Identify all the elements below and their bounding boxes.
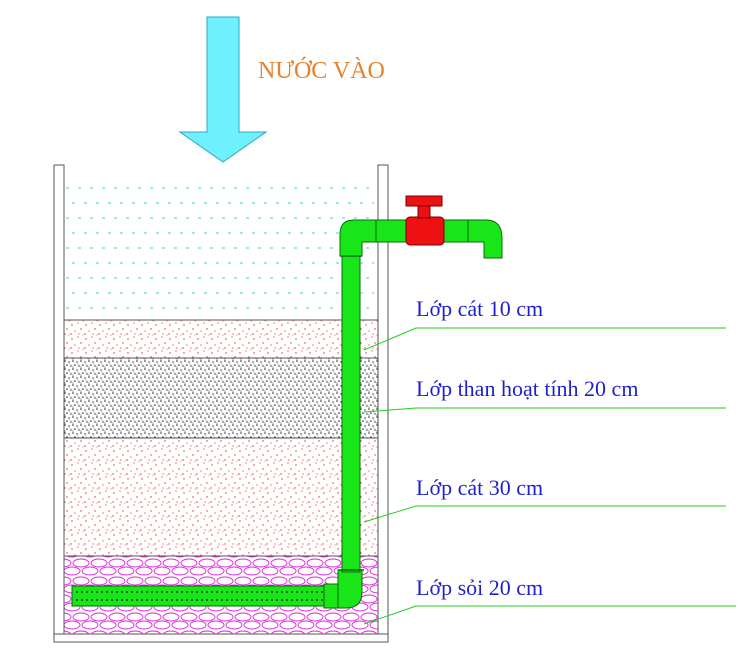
- carbon-label: Lớp than hoạt tính 20 cm: [416, 376, 639, 401]
- label-leader-lines: [363, 327, 736, 625]
- sand-bottom-layer: [63, 437, 379, 557]
- carbon-layer: [63, 357, 379, 439]
- gravel-label: Lớp sỏi 20 cm: [416, 575, 544, 600]
- sand-top-layer: [63, 319, 379, 359]
- valve-icon: [405, 195, 445, 246]
- sand-top-label: Lớp cát 10 cm: [416, 296, 544, 321]
- outlet-pipe: [375, 219, 411, 243]
- riser-pipe: [341, 255, 361, 573]
- water-inlet-arrow: [178, 16, 268, 163]
- perforated-collector-pipe: [71, 583, 339, 609]
- water-inlet-label: NƯỚC VÀO: [258, 58, 385, 84]
- tank-walls: [53, 164, 389, 643]
- pipe-elbow-bottom: [337, 569, 363, 609]
- pipe-elbow-top: [339, 219, 379, 257]
- outlet-spout: [467, 219, 503, 259]
- water-zone: [66, 187, 374, 309]
- sand-bottom-label: Lớp cát 30 cm: [416, 475, 544, 500]
